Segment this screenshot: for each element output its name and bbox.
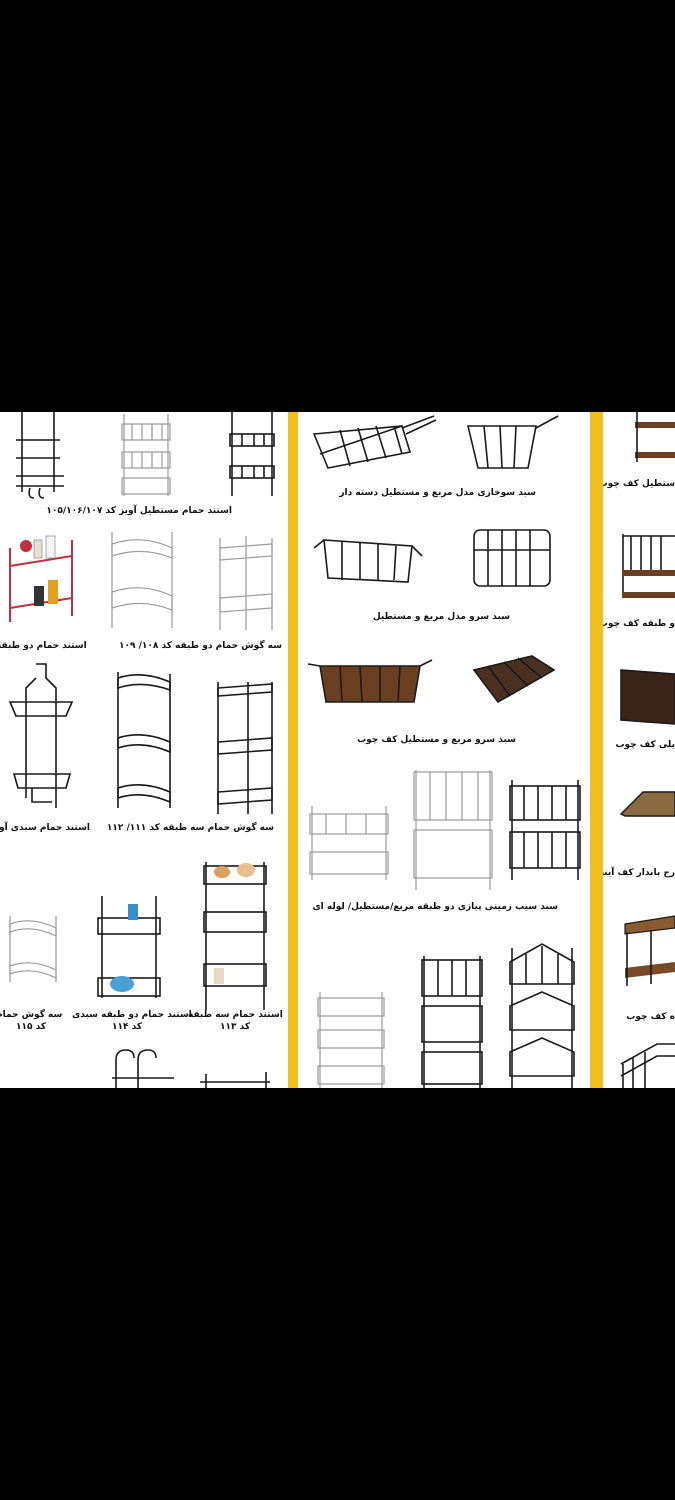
product-image-wood-base-basket-square: [468, 650, 558, 708]
product-image-three-tier-cart-2: [418, 952, 486, 1088]
product-image-red-two-tier-stand: [4, 530, 78, 626]
caption-two-tier-stand: استند حمام دو طبقه کد۱۱۰: [0, 641, 87, 651]
caption-hanging-basket-stand: استند حمام سبدی آویز: [0, 823, 91, 833]
product-image-wood-base-basket-rect: [306, 652, 434, 710]
caption-potato-onion-basket: سبد سیب زمینی پیازی دو طبقه مربع/مستطیل/…: [312, 902, 558, 912]
caption-panel3-5: ه کف چوب: [626, 1012, 675, 1022]
product-image-two-tier-cart-2: [410, 766, 496, 894]
product-image-two-tier-cart-3: [506, 774, 584, 884]
caption-code-113: کد ۱۱۳: [220, 1022, 251, 1032]
catalog-panel-bathroom-stands: استند حمام مستطیل آویز کد ۱۰۵/۱۰۶/۱۰۷: [0, 412, 288, 1088]
catalog-panel-wood-shelves: ستطیل کف چوب و طبقه کف چوب یلی کف چوب: [603, 412, 675, 1088]
caption-panel3-3: یلی کف چوب: [615, 740, 675, 750]
product-image-corner-three-tier-2: [212, 678, 278, 818]
caption-code-114: کد ۱۱۴: [112, 1022, 143, 1032]
caption-corner-three-tier: سه گوش حمام سه طبقه کد ۱۱۱/ ۱۱۲: [106, 823, 274, 833]
product-image-wood-shelf-3: [613, 664, 675, 730]
product-image-corner-two-tier-1: [106, 528, 178, 634]
product-catalog-photo[interactable]: استند حمام مستطیل آویز کد ۱۰۵/۱۰۶/۱۰۷: [0, 412, 675, 1088]
product-image-two-tier-basket: [94, 888, 164, 1002]
caption-panel3-1: ستطیل کف چوب: [603, 479, 675, 489]
yellow-divider-left: [288, 412, 298, 1088]
product-image-fry-basket-rect: [310, 414, 438, 480]
product-image-hanging-rack-2: [118, 412, 174, 502]
caption-panel3-2: و طبقه کف چوب: [603, 619, 675, 629]
product-image-three-tier-cart-3: [506, 942, 578, 1088]
caption-code-115: کد ۱۱۵: [16, 1022, 47, 1032]
product-image-wood-shelf-1: [627, 412, 675, 464]
product-image-fry-basket-square: [464, 414, 560, 474]
caption-fry-basket: سبد سوخاری مدل مربع و مستطیل دسته دار: [339, 488, 536, 498]
product-image-mirror-tray: [617, 786, 675, 824]
product-image-partial-rack: [196, 1068, 272, 1088]
product-image-hooks: [108, 1048, 178, 1088]
caption-two-tier-basket: استند حمام دو طبقه سبدی: [72, 1010, 192, 1020]
caption-corner-bath: سه گوش حمام: [0, 1010, 63, 1020]
product-image-corner-three-tier-1: [112, 668, 174, 814]
product-image-wire-shelf: [617, 1036, 675, 1088]
product-image-hanging-basket-stand: [6, 662, 76, 812]
product-image-two-tier-cart-1: [306, 800, 392, 886]
product-image-small-corner-stand: [4, 912, 62, 986]
product-image-three-tier-cart-1: [314, 988, 388, 1088]
caption-wood-base-basket: سبد سرو مربع و مستطیل کف چوب: [357, 735, 516, 745]
product-image-wood-shelf-2: [617, 530, 675, 600]
caption-hanging-stand: استند حمام مستطیل آویز کد ۱۰۵/۱۰۶/۱۰۷: [46, 506, 232, 516]
yellow-divider-right: [590, 412, 603, 1088]
product-image-serving-basket-rect: [312, 522, 424, 590]
caption-panel3-4: رج باندار کف آینه: [603, 868, 675, 878]
product-image-wood-table: [621, 912, 675, 988]
product-image-serving-basket-square: [468, 524, 556, 590]
product-image-three-tier-stand: [200, 856, 270, 1014]
product-image-hanging-rack-1: [8, 412, 68, 502]
caption-serving-basket: سبد سرو مدل مربع و مستطیل: [372, 612, 510, 622]
product-image-hanging-rack-3: [226, 412, 278, 502]
caption-three-tier-stand: استند حمام سه طبقه: [188, 1010, 283, 1020]
product-image-corner-two-tier-2: [212, 534, 280, 634]
catalog-panel-serving-baskets: سبد سوخاری مدل مربع و مستطیل دسته دار سب…: [298, 412, 590, 1088]
caption-corner-two-tier: سه گوش حمام دو طبقه کد ۱۰۸/ ۱۰۹: [118, 641, 282, 651]
